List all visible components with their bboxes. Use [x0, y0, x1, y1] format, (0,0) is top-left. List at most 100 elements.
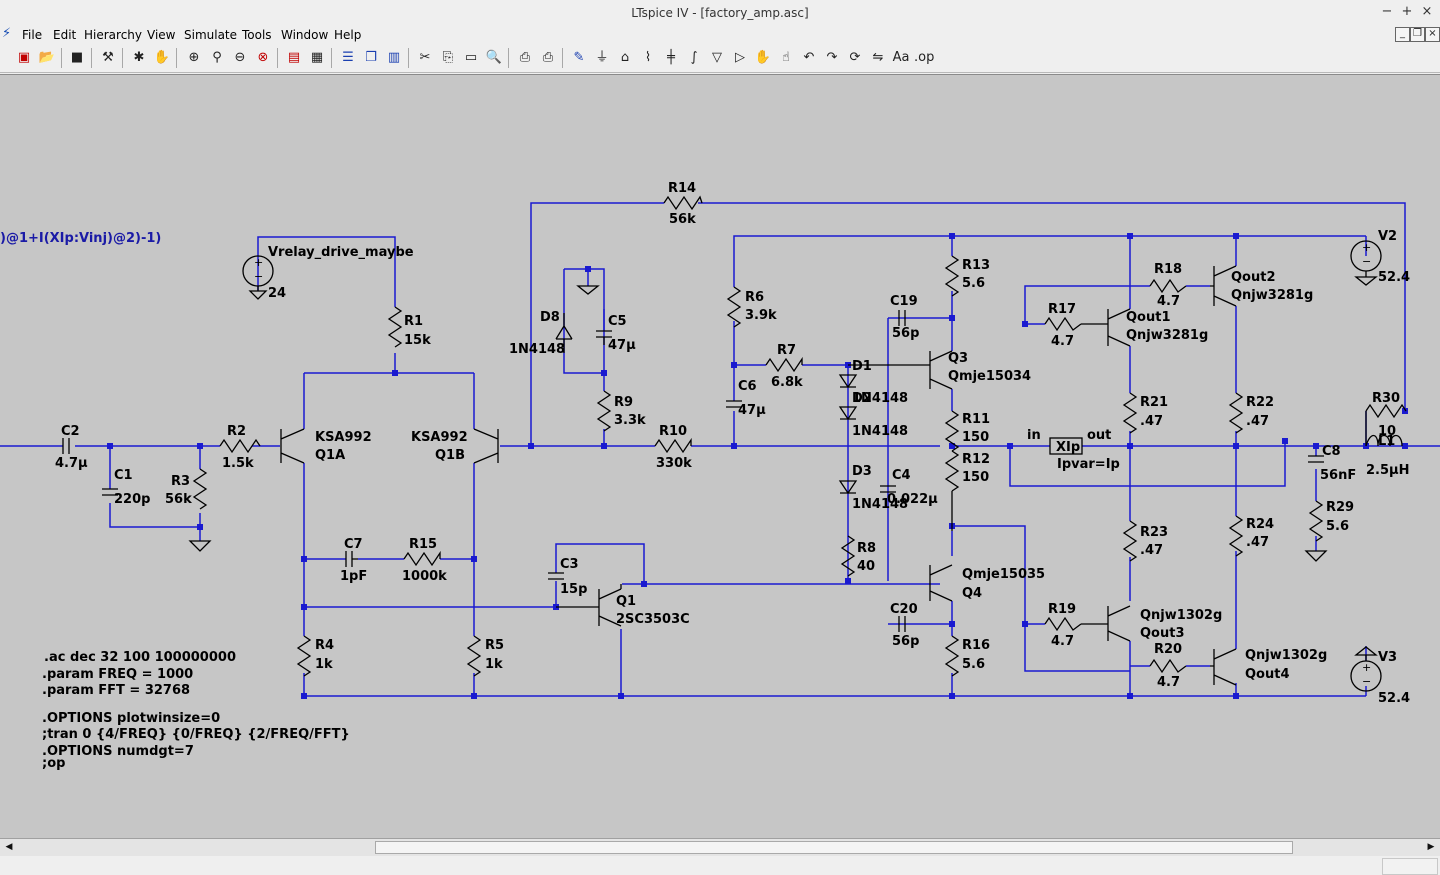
menu-simulate[interactable]: Simulate [184, 28, 238, 42]
draw-wire-icon[interactable]: ✎ [573, 50, 585, 65]
r17-value: 4.7 [1051, 334, 1074, 349]
q1b-ref: Q1B [435, 448, 465, 463]
mdi-restore-button[interactable]: ❐ [1410, 27, 1425, 42]
menu-window[interactable]: Window [281, 28, 329, 42]
scrollbar-thumb[interactable] [375, 841, 1293, 854]
r23-value: .47 [1140, 543, 1163, 558]
qout1-value: Qnjw3281g [1126, 328, 1208, 343]
c19-ref: C19 [890, 294, 918, 309]
directive-line[interactable]: ;op [42, 756, 65, 771]
directive-line[interactable]: .OPTIONS numdgt=7 [42, 744, 194, 759]
r29-ref: R29 [1326, 500, 1354, 515]
c4-value: 0.022µ [887, 492, 938, 507]
r7-value: 6.8k [771, 375, 803, 390]
minimize-button[interactable]: − [1381, 4, 1393, 19]
directive-line[interactable]: .param FFT = 32768 [42, 683, 190, 698]
spice-directive-icon[interactable]: .op [914, 50, 935, 65]
directive-line[interactable]: .param FREQ = 1000 [42, 667, 193, 682]
c20-ref: C20 [890, 602, 918, 617]
label-net-icon[interactable]: ⌂ [620, 50, 630, 65]
r16-symbol [944, 635, 960, 677]
mdi-minimize-button[interactable]: _ [1395, 27, 1410, 42]
ground-icon[interactable]: ⏚ [595, 50, 609, 65]
r22-ref: R22 [1246, 395, 1274, 410]
resistor-icon[interactable]: ⌇ [644, 50, 652, 65]
redo-icon[interactable]: ↷ [826, 50, 838, 65]
zoom-fit-icon[interactable]: ⊗ [257, 50, 269, 65]
q4-value: Qmje15035 [962, 567, 1045, 582]
c20-value: 56p [892, 634, 919, 649]
mirror-icon[interactable]: ⇋ [872, 50, 884, 65]
drag-icon[interactable]: ☝ [782, 50, 790, 65]
r14-value: 56k [669, 212, 696, 227]
component-icon[interactable]: ▷ [735, 50, 745, 65]
control-panel-icon[interactable]: ⚒ [102, 50, 114, 65]
scroll-right-arrow-icon[interactable]: ▶ [1427, 842, 1435, 852]
r2-symbol [219, 438, 261, 454]
r2-ref: R2 [227, 424, 246, 439]
directive-line[interactable]: ;tran 0 {4/FREQ} {0/FREQ} {2/FREQ/FFT} [42, 727, 350, 742]
paste-icon[interactable]: ▭ [464, 50, 478, 65]
c7-value: 1pF [340, 569, 367, 584]
xip-pin-out: out [1087, 428, 1111, 443]
title-bar: LTspice IV - [factory_amp.asc] − + × [0, 0, 1440, 26]
c7-ref: C7 [344, 537, 363, 552]
schematic-drawing: +− +− +− )@1+I(XIp:Vinj)@2)-1) R14 56k V… [0, 181, 1440, 771]
grid-icon[interactable]: ▦ [310, 50, 324, 65]
find-icon[interactable]: 🔍 [485, 50, 503, 65]
new-schematic-icon[interactable]: ▣ [17, 50, 31, 65]
print-setup-icon[interactable]: ⎙ [519, 50, 531, 65]
inductor-icon[interactable]: ∫ [690, 50, 698, 65]
save-icon[interactable]: ■ [70, 50, 84, 65]
menu-help[interactable]: Help [334, 28, 362, 42]
menu-tools[interactable]: Tools [242, 28, 272, 42]
capacitor-icon[interactable]: ╪ [667, 50, 675, 65]
menu-file[interactable]: File [22, 28, 43, 42]
ltspice-app-icon[interactable]: ⚡ [2, 26, 12, 41]
directive-line[interactable]: .OPTIONS plotwinsize=0 [42, 711, 220, 726]
menu-view[interactable]: View [147, 28, 176, 42]
zoom-out-icon[interactable]: ⊖ [234, 50, 246, 65]
scroll-left-arrow-icon[interactable]: ◀ [5, 842, 13, 852]
move-icon[interactable]: ✋ [754, 50, 772, 65]
r23-symbol [1122, 520, 1138, 562]
zoom-in-icon[interactable]: ⊕ [188, 50, 200, 65]
c3-value: 15p [560, 582, 587, 597]
undo-icon[interactable]: ↶ [803, 50, 815, 65]
c19-symbol [898, 310, 906, 326]
tile-horizontal-icon[interactable]: ☰ [342, 50, 354, 65]
q1-symbol [556, 584, 622, 627]
cascade-icon[interactable]: ❐ [365, 50, 377, 65]
c1-value: 220p [114, 492, 150, 507]
run-icon[interactable]: ✱ [133, 50, 145, 65]
spice-directives[interactable]: .ac dec 32 100 100000000 .param FREQ = 1… [42, 650, 350, 771]
close-button[interactable]: × [1421, 4, 1433, 19]
autorange-icon[interactable]: ▤ [287, 50, 301, 65]
schematic-canvas[interactable]: +− +− +− )@1+I(XIp:Vinj)@2)-1) R14 56k V… [0, 74, 1440, 839]
window-title: LTspice IV - [factory_amp.asc] [631, 6, 809, 20]
tile-vertical-icon[interactable]: ▥ [387, 50, 401, 65]
mdi-close-button[interactable]: × [1425, 27, 1440, 42]
cut-icon[interactable]: ✂ [419, 50, 431, 65]
l1-value: 2.5µH [1366, 463, 1409, 478]
diode-icon[interactable]: ▽ [712, 50, 722, 65]
menu-hierarchy[interactable]: Hierarchy [84, 28, 143, 42]
copy-icon[interactable]: ⎘ [442, 50, 454, 65]
r6-ref: R6 [745, 290, 764, 305]
rotate-icon[interactable]: ⟳ [849, 50, 861, 65]
open-icon[interactable]: 📂 [38, 50, 56, 65]
q4-symbol [929, 564, 953, 602]
horizontal-scrollbar[interactable]: ◀ ▶ [0, 838, 1440, 857]
maximize-button[interactable]: + [1401, 4, 1413, 19]
r15-symbol [403, 550, 441, 567]
text-icon[interactable]: Aa [892, 50, 910, 65]
print-icon[interactable]: ⎙ [542, 50, 554, 65]
halt-icon[interactable]: ✋ [153, 50, 171, 65]
zoom-pan-icon[interactable]: ⚲ [212, 50, 222, 65]
toolbar-separator [408, 48, 409, 68]
directive-line[interactable]: .ac dec 32 100 100000000 [44, 650, 236, 665]
svg-text:+: + [1362, 241, 1371, 254]
c8-ref: C8 [1322, 444, 1341, 459]
xip-ref: XIp [1056, 440, 1080, 455]
menu-edit[interactable]: Edit [53, 28, 77, 42]
